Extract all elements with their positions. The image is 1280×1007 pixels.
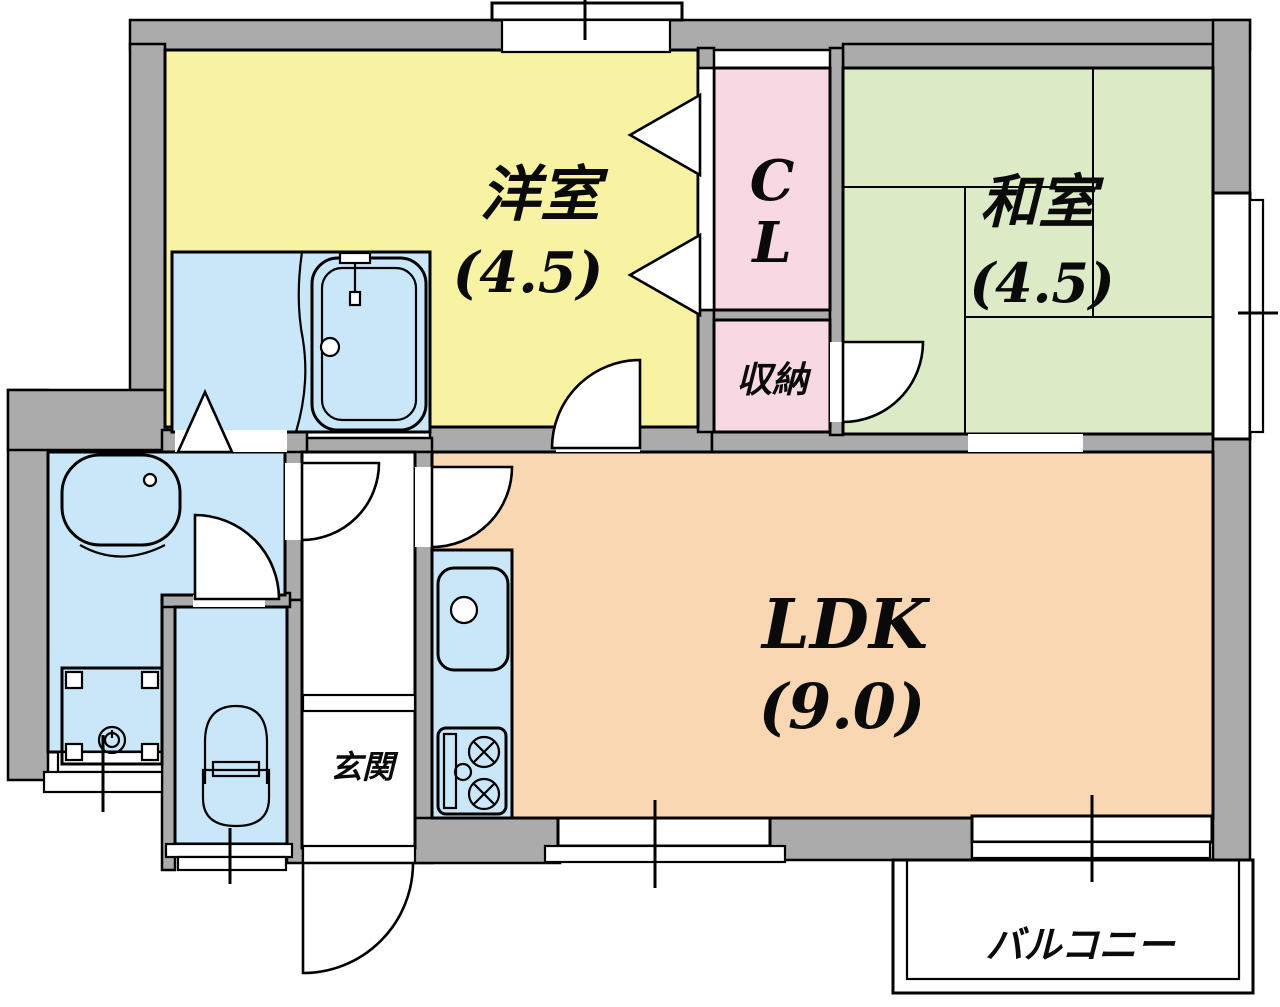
kitchen-sink-icon xyxy=(436,566,510,672)
doors xyxy=(175,66,925,975)
room-storage xyxy=(712,318,832,434)
washbasin-icon xyxy=(60,453,182,558)
bathroom-folding-door xyxy=(175,388,235,454)
tatami-lines xyxy=(843,68,1213,435)
western-room-door-swing xyxy=(550,358,642,450)
closet-folding-door-bottom xyxy=(627,232,702,318)
label-japanese-room: 和室 xyxy=(980,168,1105,236)
label-ldk: LDK xyxy=(760,585,931,665)
label-balcony: バルコニー xyxy=(985,922,1175,967)
washroom-window xyxy=(42,735,164,812)
closet-folding-door-top xyxy=(627,92,702,178)
balcony-window xyxy=(970,795,1214,882)
bathtub-icon xyxy=(310,251,428,432)
toilet-window xyxy=(164,828,294,884)
kitchen-stove-icon xyxy=(436,726,508,816)
toilet-door-swing xyxy=(193,513,281,601)
room-toilet xyxy=(173,605,289,846)
label-storage: 収納 xyxy=(736,359,812,401)
storage-door-swing xyxy=(841,340,925,424)
label-western-room-size: (4.5) xyxy=(453,240,603,306)
label-entrance: 玄関 xyxy=(330,748,399,786)
washroom-door-swing xyxy=(300,461,381,542)
toilet-icon xyxy=(201,704,271,828)
label-japanese-room-size: (4.5) xyxy=(969,251,1114,315)
bay-window xyxy=(490,0,684,54)
label-western-room: 洋室 xyxy=(480,160,609,230)
room-ldk xyxy=(430,450,1215,820)
room-balcony xyxy=(891,858,1255,995)
label-closet-c: C xyxy=(750,148,795,214)
label-ldk-size: (9.0) xyxy=(759,670,926,743)
label-closet-l: L xyxy=(750,210,791,276)
closet-door-track xyxy=(696,66,716,312)
room-closet xyxy=(712,66,832,312)
washing-machine-pan-icon xyxy=(60,666,164,766)
entrance-door-swing xyxy=(301,861,415,975)
room-bathroom xyxy=(170,250,432,434)
ldk-door-swing xyxy=(430,465,514,549)
ldk-window xyxy=(543,800,787,888)
genkan-step xyxy=(301,693,417,713)
japanese-room-window xyxy=(1211,191,1278,441)
bathroom-partition xyxy=(294,251,307,433)
